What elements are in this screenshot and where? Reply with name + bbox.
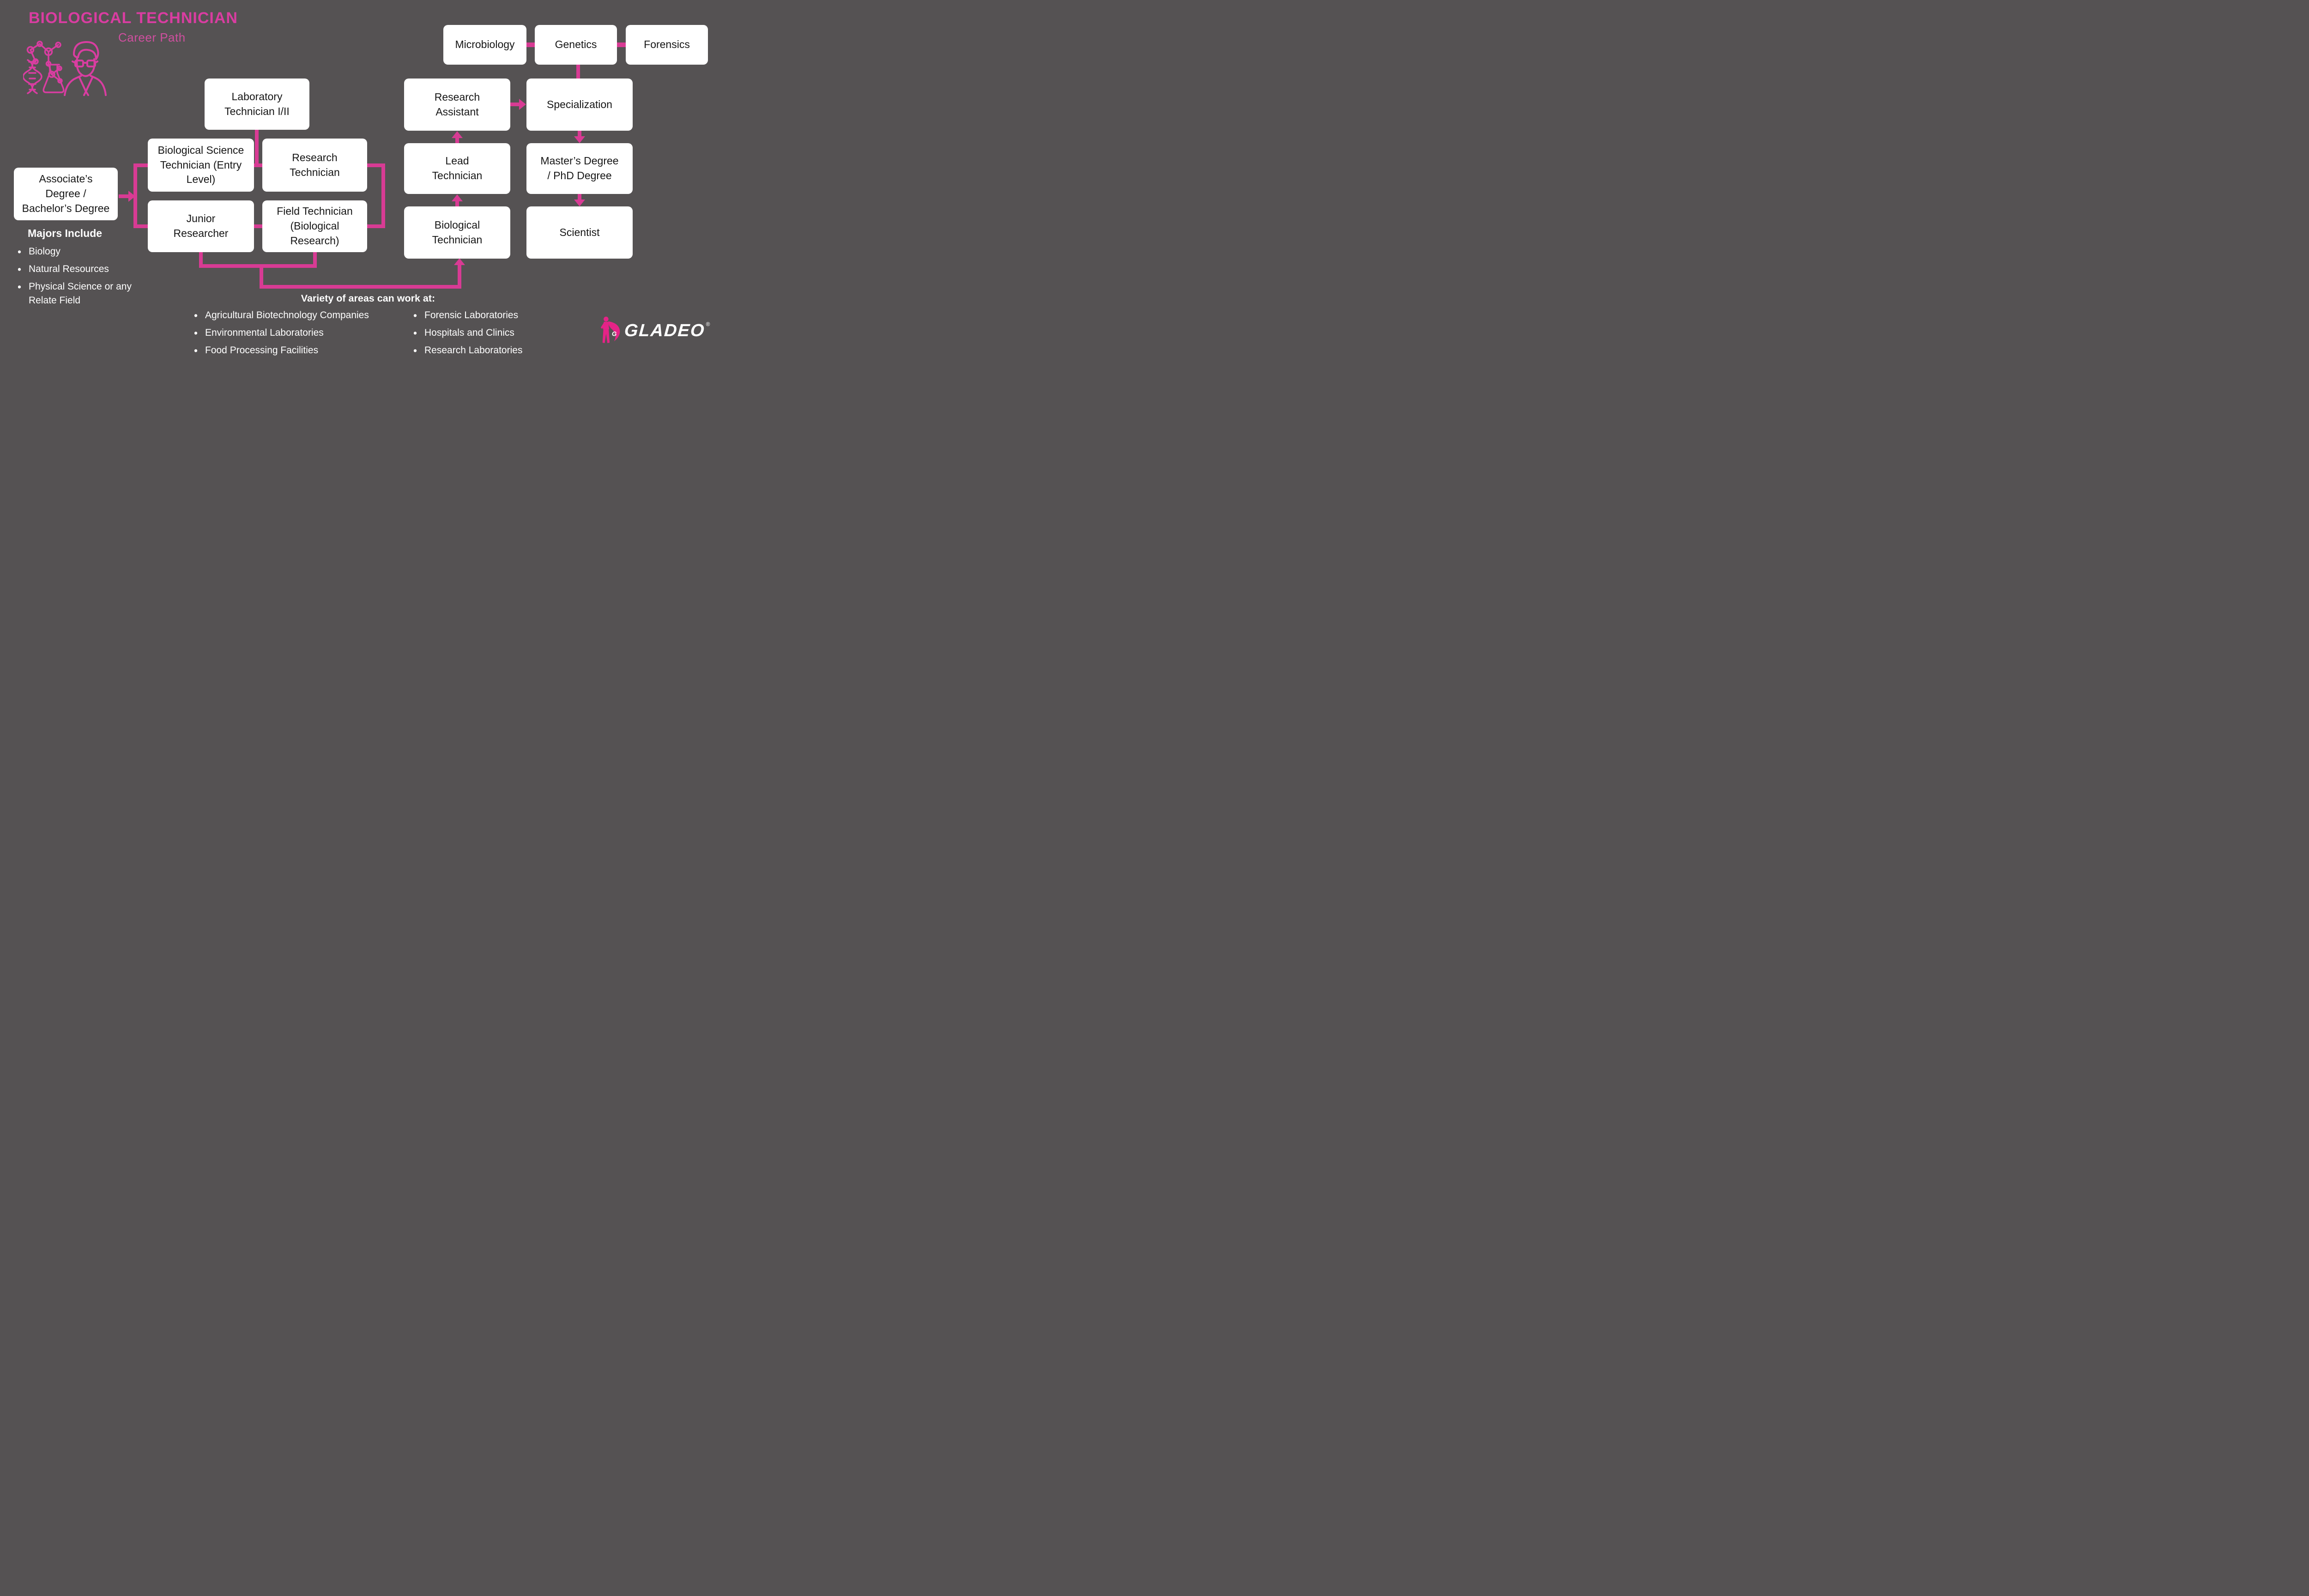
arrow-lead-ra-shaft [455,137,459,143]
node-research-assistant: Research Assistant [404,79,510,131]
node-associates-degree: Associate’s Degree / Bachelor’s Degree [14,168,118,220]
node-label: Lead Technician [432,155,483,181]
work-areas-heading: Variety of areas can work at: [301,293,435,304]
connector-bottom-horizontal [260,285,461,289]
connector-genetics-specialization [576,65,580,79]
work-area-item: Food Processing Facilities [194,343,393,358]
work-areas-list-left: Agricultural Biotechnology Companies Env… [194,308,393,361]
node-laboratory-technician: Laboratory Technician I/II [205,79,309,130]
arrowhead-ra-spec [519,99,526,110]
node-genetics: Genetics [535,25,617,65]
node-label: Research Technician [290,151,340,178]
bracket-left-top-stub [133,163,148,167]
work-area-label: Hospitals and Clinics [424,327,514,339]
majors-item: Biology [18,244,145,260]
connector-center-drop [260,264,263,289]
work-area-item: Agricultural Biotechnology Companies [194,308,393,323]
node-label: Biological Technician [432,218,483,246]
arrowhead-masters-scientist [574,200,585,206]
connector-biosci-researchtech [251,163,264,167]
node-masters-phd-degree: Master’s Degree / PhD Degree [526,143,633,194]
node-label: Forensics [644,38,690,51]
work-area-label: Environmental Laboratories [205,327,324,339]
majors-item: Physical Science or any Relate Field [18,279,145,308]
majors-item: Natural Resources [18,262,145,277]
arrow-masters-scientist-shaft [578,194,581,200]
bracket-left-bottom-stub [133,224,148,228]
work-area-label: Agricultural Biotechnology Companies [205,310,369,320]
connector-junior-drop [199,252,203,268]
bracket-right-top-stub [367,163,385,167]
connector-junior-fieldtech [251,224,264,228]
work-area-item: Research Laboratories [413,343,552,358]
work-area-item: Environmental Laboratories [194,326,393,341]
work-areas-list-right: Forensic Laboratories Hospitals and Clin… [413,308,552,361]
arrowhead-biotech-lead [452,194,463,201]
dna-icon [23,59,42,94]
node-label: Field Technician (Biological Research) [277,205,353,247]
node-label: Specialization [547,98,612,110]
connector-fieldtech-drop [313,252,317,268]
career-path-infographic: BIOLOGICAL TECHNICIAN Career Path [0,0,724,362]
work-area-item: Forensic Laboratories [413,308,552,323]
gladeo-wordmark: GLADEO [623,321,706,340]
scientist-illustration-icon [23,41,107,96]
node-microbiology: Microbiology [443,25,526,65]
connector-genetics-forensics [617,42,626,47]
connector-microbiology-genetics [526,42,535,47]
arrowhead-spec-masters [574,136,585,143]
page-subtitle: Career Path [118,30,186,44]
node-label: Biological Science Technician (Entry Lev… [157,144,244,186]
flask-icon [42,64,65,93]
majors-item-label: Physical Science or any Relate Field [29,281,132,306]
bracket-right-vertical [381,163,385,228]
node-field-technician: Field Technician (Biological Research) [262,200,367,252]
connector-merge-horizontal [199,264,317,268]
node-specialization: Specialization [526,79,633,131]
node-label: Associate’s Degree / Bachelor’s Degree [22,173,110,214]
majors-item-label: Natural Resources [29,264,109,275]
node-label: Junior Researcher [173,212,229,239]
node-junior-researcher: Junior Researcher [148,200,254,252]
majors-list: Biology Natural Resources Physical Scien… [18,244,145,311]
connector-labtech-drop [255,130,259,167]
work-area-label: Food Processing Facilities [205,345,319,356]
bracket-left-vertical [133,163,137,228]
node-biological-technician: Biological Technician [404,206,510,259]
mascot-letter: G [612,331,617,338]
node-label: Master’s Degree / PhD Degree [540,155,619,181]
bracket-right-bottom-stub [367,224,385,228]
gladeo-mascot-icon: G [600,316,620,343]
node-forensics: Forensics [626,25,708,65]
node-scientist: Scientist [526,206,633,259]
node-biological-science-technician: Biological Science Technician (Entry Lev… [148,139,254,192]
arrowhead-lead-ra [452,131,463,138]
arrow-associates-shaft [119,194,130,198]
majors-heading: Majors Include [28,227,103,239]
node-label: Research Assistant [434,91,480,118]
node-label: Microbiology [455,38,515,51]
majors-item-label: Biology [29,246,60,257]
gladeo-logo: G GLADEO ® [598,316,710,345]
page-title: BIOLOGICAL TECHNICIAN [29,9,238,27]
registered-trademark: ® [706,321,710,327]
work-area-label: Research Laboratories [424,345,523,356]
node-label: Scientist [559,226,600,238]
work-area-item: Hospitals and Clinics [413,326,552,341]
arrowhead-biotech-up [454,258,465,265]
arrow-biotech-lead-shaft [455,200,459,206]
node-research-technician: Research Technician [262,139,367,192]
scientist-person-icon [64,41,107,96]
arrow-ra-spec-shaft [510,103,520,106]
node-lead-technician: Lead Technician [404,143,510,194]
node-label: Laboratory Technician I/II [224,90,290,117]
connector-biotech-up-shaft [458,265,461,289]
work-area-label: Forensic Laboratories [424,310,519,320]
node-label: Genetics [555,38,597,51]
arrow-spec-masters-shaft [578,131,581,137]
